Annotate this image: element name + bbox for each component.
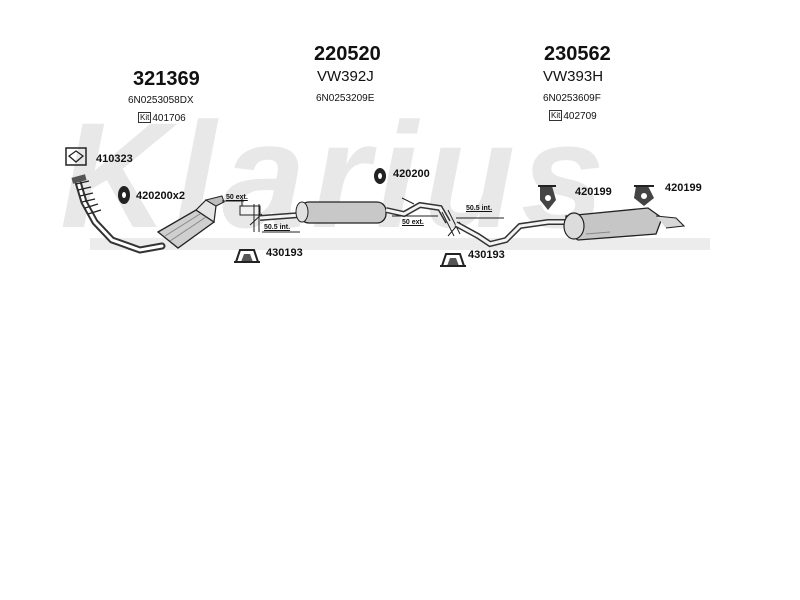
- part-number-middle: 220520: [314, 43, 381, 65]
- ring-gasket-icon: [65, 147, 87, 166]
- clamp-icon: [234, 249, 260, 263]
- clamp-label-2: 430193: [468, 249, 505, 261]
- rubber-hanger-icon: [374, 168, 415, 205]
- part-code-middle: 6N0253209E: [316, 93, 375, 104]
- clamp-label-1: 430193: [266, 247, 303, 259]
- part-code-rear: 6N0253609F: [543, 93, 601, 104]
- joint-2: [392, 209, 504, 237]
- rubber-mount-icon: [634, 185, 654, 206]
- kit-icon: Kit: [549, 110, 563, 121]
- hanger-label-x2: 420200x2: [136, 190, 185, 202]
- part-code-front: 6N0253058DX: [128, 95, 194, 106]
- part-subtitle-middle: VW392J: [317, 68, 374, 85]
- rear-silencer: [454, 207, 686, 248]
- kit-value-front: 401706: [152, 113, 186, 124]
- rubber-mount-label-1: 420199: [575, 186, 612, 198]
- part-subtitle-rear: VW393H: [543, 68, 604, 85]
- hanger-label-mid: 420200: [393, 168, 430, 180]
- rubber-hanger-icon: [118, 186, 130, 204]
- dimension-int-1: 50.5 int.: [264, 224, 291, 231]
- klarius-watermark: Klarius: [60, 91, 611, 259]
- ring-gasket-label: 410323: [96, 153, 133, 165]
- clamp-icon: [440, 253, 466, 267]
- part-number-rear: 230562: [544, 43, 611, 65]
- part-number-front: 321369: [133, 68, 200, 90]
- kit-value-rear: 402709: [563, 111, 597, 122]
- rubber-mount-icon: [538, 185, 556, 210]
- front-pipe-catalyst: [71, 174, 225, 254]
- dimension-int-2: 50.5 int.: [466, 205, 493, 212]
- kit-icon: Kit: [138, 112, 152, 123]
- dimension-ext-1: 50 ext.: [226, 194, 248, 201]
- rubber-mount-label-2: 420199: [665, 182, 702, 194]
- watermark-band: [90, 238, 710, 250]
- dimension-ext-2: 50 ext.: [402, 219, 424, 226]
